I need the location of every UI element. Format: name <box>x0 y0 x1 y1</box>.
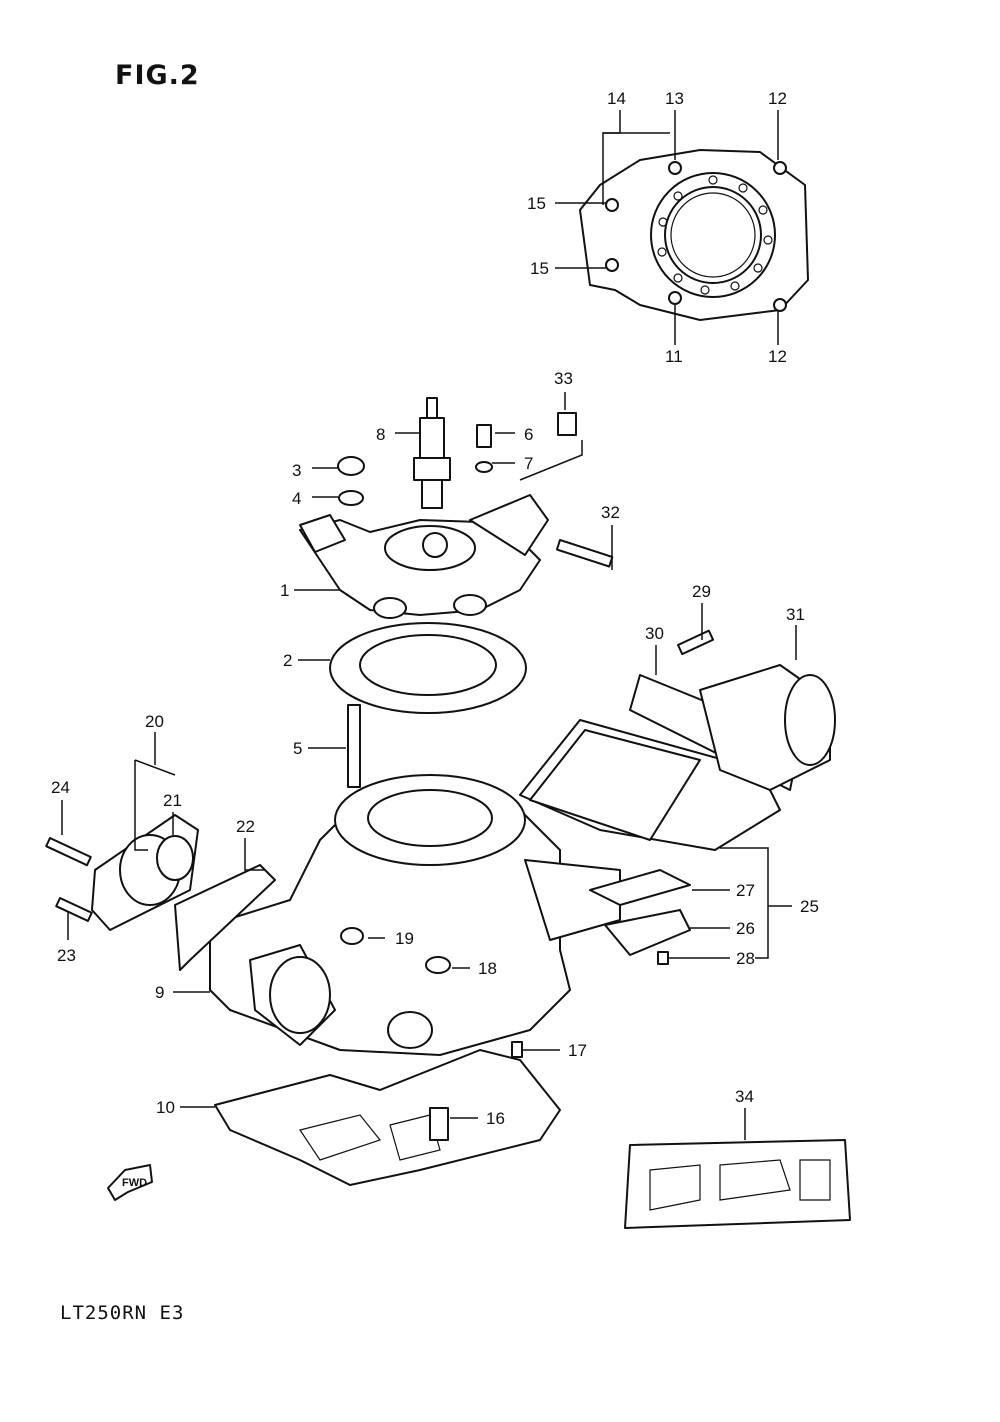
callout-20: 20 <box>145 712 164 731</box>
callout-13: 13 <box>665 89 684 108</box>
callout-11: 11 <box>665 347 683 366</box>
callout-31: 31 <box>786 605 805 624</box>
callout-33: 33 <box>554 369 573 388</box>
callout-23: 23 <box>57 946 76 965</box>
callout-29: 29 <box>692 582 711 601</box>
callout-9: 9 <box>155 983 164 1002</box>
leader-lines <box>61 110 797 1140</box>
model-code: LT250RN E3 <box>60 1302 185 1324</box>
dowel-pin-small <box>511 1041 523 1058</box>
callout-17: 17 <box>568 1041 587 1060</box>
callout-14: 14 <box>607 89 626 108</box>
callout-4: 4 <box>292 489 301 508</box>
callout-1: 1 <box>280 581 289 600</box>
fwd-arrow-icon: FWD <box>107 1164 153 1201</box>
callout-19: 19 <box>395 929 414 948</box>
figure-title: FIG.2 <box>115 60 200 91</box>
callout-7: 7 <box>524 454 533 473</box>
dowel-pin-large <box>429 1107 449 1141</box>
stud-bolt <box>347 704 361 788</box>
callout-10: 10 <box>156 1098 175 1117</box>
head-nut-and-washer <box>337 412 614 568</box>
head-gasket <box>329 622 527 714</box>
callout-3: 3 <box>292 461 301 480</box>
callout-34: 34 <box>735 1087 754 1106</box>
callout-8: 8 <box>376 425 385 444</box>
reed-valve-and-intake <box>519 629 836 965</box>
callout-12-top: 12 <box>768 89 787 108</box>
callout-24: 24 <box>51 778 70 797</box>
callout-22: 22 <box>236 817 255 836</box>
cylinder-head <box>299 494 549 619</box>
callout-5: 5 <box>293 739 302 758</box>
callout-30: 30 <box>645 624 664 643</box>
callout-32: 32 <box>601 503 620 522</box>
callout-16: 16 <box>486 1109 505 1128</box>
callout-18: 18 <box>478 959 497 978</box>
gasket-set <box>624 1139 851 1229</box>
callout-12-bottom: 12 <box>768 347 787 366</box>
callout-2: 2 <box>283 651 292 670</box>
callout-26: 26 <box>736 919 755 938</box>
callout-6: 6 <box>524 425 533 444</box>
base-gasket <box>214 1049 561 1186</box>
callout-21: 21 <box>163 791 182 810</box>
cylinder-body <box>209 774 621 1056</box>
callout-15-lower: 15 <box>530 259 549 278</box>
callout-27: 27 <box>736 881 755 900</box>
callout-28: 28 <box>736 949 755 968</box>
callout-numbers: 1 2 3 4 5 6 7 8 9 10 11 12 12 13 14 15 1… <box>51 89 819 1128</box>
exhaust-flange <box>45 814 276 971</box>
fwd-label: FWD <box>122 1177 147 1189</box>
callout-25: 25 <box>800 897 819 916</box>
callout-15-upper: 15 <box>527 194 546 213</box>
cylinder-top-view <box>579 149 809 321</box>
spark-plug <box>413 397 451 509</box>
